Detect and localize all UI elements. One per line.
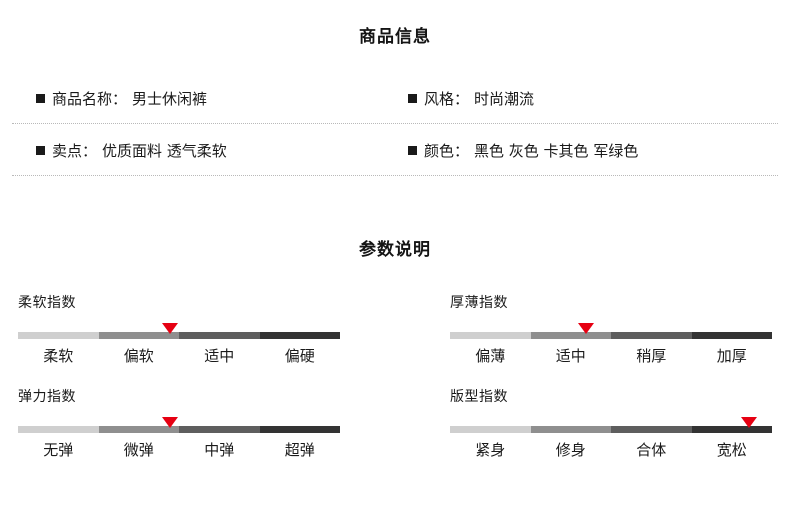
meter-track <box>18 332 340 339</box>
meter-segment-4 <box>691 426 772 433</box>
info-cell-product-name: 商品名称： 男士休闲裤 <box>0 88 400 109</box>
meter-fit: 版型指数 紧身 修身 合体 宽松 <box>430 386 790 460</box>
info-row: 卖点： 优质面料 透气柔软 颜色： 黑色 灰色 卡其色 军绿色 <box>0 124 790 176</box>
square-bullet-icon <box>408 93 417 103</box>
meter-title: 版型指数 <box>450 389 508 405</box>
meter-track-wrap <box>450 415 790 433</box>
meter-track <box>18 426 340 433</box>
meter-label-2: 微弹 <box>123 441 154 459</box>
meter-label-3: 中弹 <box>204 441 235 459</box>
meter-title: 柔软指数 <box>18 295 76 311</box>
meter-segment-2 <box>530 332 611 339</box>
square-bullet-icon <box>36 93 45 103</box>
meter-title: 弹力指数 <box>18 389 76 405</box>
meter-segment-3 <box>179 426 260 433</box>
meter-segment-1 <box>18 426 99 433</box>
meter-segment-4 <box>259 426 340 433</box>
meter-marker-icon <box>162 323 179 334</box>
meter-track-wrap <box>450 321 790 339</box>
info-value: 优质面料 透气柔软 <box>102 141 227 160</box>
meter-label-1: 紧身 <box>475 441 506 459</box>
meter-label-3: 稍厚 <box>636 347 667 365</box>
meter-label-2: 修身 <box>555 441 586 459</box>
meter-segment-2 <box>530 426 611 433</box>
meter-label-4: 偏硬 <box>284 347 315 365</box>
meter-label-2: 偏软 <box>123 347 154 365</box>
meter-track-wrap <box>18 321 430 339</box>
meter-segment-1 <box>450 332 531 339</box>
meter-title: 厚薄指数 <box>450 295 508 311</box>
meter-labels: 柔软 偏软 适中 偏硬 <box>18 345 340 366</box>
spec-meters: 柔软指数 柔软 偏软 适中 偏硬 厚薄指数 偏薄 适中 稍厚 加厚 弹力指数 无弹 微弹 中弹 超… <box>0 292 790 480</box>
meter-label-3: 适中 <box>204 347 235 365</box>
meter-softness: 柔软指数 柔软 偏软 适中 偏硬 <box>0 292 430 366</box>
info-label: 风格： <box>424 89 470 108</box>
meter-track <box>450 426 772 433</box>
meter-segment-3 <box>179 332 260 339</box>
meter-row: 柔软指数 柔软 偏软 适中 偏硬 厚薄指数 偏薄 适中 稍厚 加厚 <box>0 292 790 366</box>
meter-segment-2 <box>98 332 179 339</box>
meter-marker-icon <box>741 417 758 428</box>
product-info-table: 商品名称： 男士休闲裤 风格： 时尚潮流 卖点： 优质面料 透气柔软 颜色： 黑… <box>0 72 790 176</box>
info-cell-selling-point: 卖点： 优质面料 透气柔软 <box>0 140 400 161</box>
square-bullet-icon <box>36 145 45 155</box>
meter-marker-icon <box>162 417 179 428</box>
info-cell-style: 风格： 时尚潮流 <box>400 88 790 109</box>
info-value: 男士休闲裤 <box>132 89 208 108</box>
meter-label-3: 合体 <box>636 441 667 459</box>
meter-label-4: 加厚 <box>716 347 747 365</box>
info-label: 商品名称： <box>52 89 128 108</box>
meter-segment-4 <box>259 332 340 339</box>
meter-row: 弹力指数 无弹 微弹 中弹 超弹 版型指数 紧身 修身 合体 宽松 <box>0 386 790 460</box>
meter-elasticity: 弹力指数 无弹 微弹 中弹 超弹 <box>0 386 430 460</box>
meter-segment-2 <box>98 426 179 433</box>
meter-segment-1 <box>18 332 99 339</box>
meter-label-1: 无弹 <box>43 441 74 459</box>
info-label: 卖点： <box>52 141 98 160</box>
meter-segment-1 <box>450 426 531 433</box>
meter-labels: 无弹 微弹 中弹 超弹 <box>18 439 340 460</box>
info-value: 黑色 灰色 卡其色 军绿色 <box>474 141 639 160</box>
meter-segment-3 <box>611 332 692 339</box>
meter-labels: 偏薄 适中 稍厚 加厚 <box>450 345 772 366</box>
spec-title: 参数说明 <box>359 240 431 260</box>
meter-thickness: 厚薄指数 偏薄 适中 稍厚 加厚 <box>430 292 790 366</box>
meter-track <box>450 332 772 339</box>
square-bullet-icon <box>408 145 417 155</box>
meter-segment-4 <box>691 332 772 339</box>
info-value: 时尚潮流 <box>474 89 535 108</box>
info-cell-color: 颜色： 黑色 灰色 卡其色 军绿色 <box>400 140 790 161</box>
meter-marker-icon <box>578 323 594 334</box>
meter-label-1: 柔软 <box>43 347 74 365</box>
meter-track-wrap <box>18 415 430 433</box>
info-label: 颜色： <box>424 141 470 160</box>
meter-labels: 紧身 修身 合体 宽松 <box>450 439 772 460</box>
meter-label-4: 宽松 <box>716 441 747 459</box>
meter-segment-3 <box>611 426 692 433</box>
info-row: 商品名称： 男士休闲裤 风格： 时尚潮流 <box>0 72 790 124</box>
meter-label-2: 适中 <box>555 347 586 365</box>
product-info-title: 商品信息 <box>359 27 431 47</box>
meter-label-1: 偏薄 <box>475 347 506 365</box>
meter-label-4: 超弹 <box>284 441 315 459</box>
